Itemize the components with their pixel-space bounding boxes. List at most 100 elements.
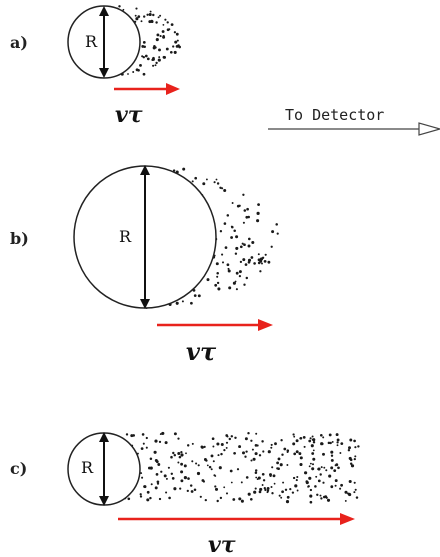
- molecule-dot: [281, 453, 284, 456]
- molecule-dot: [340, 483, 343, 487]
- molecule-dot: [185, 452, 187, 455]
- molecule-dot: [155, 460, 159, 464]
- molecule-dot: [334, 484, 337, 487]
- molecule-dot: [271, 492, 274, 495]
- molecule-dot: [322, 481, 325, 484]
- molecule-dot: [274, 442, 277, 446]
- molecule-dot: [353, 457, 356, 461]
- molecule-dot: [267, 450, 271, 454]
- molecule-dot: [330, 454, 334, 457]
- panel-b-label: b): [10, 229, 29, 248]
- molecule-dot: [159, 14, 162, 17]
- molecule-dot: [157, 463, 161, 466]
- molecule-dot: [285, 500, 290, 504]
- molecule-dot: [142, 56, 145, 59]
- molecule-dot: [308, 439, 312, 443]
- molecule-dot: [330, 458, 334, 462]
- panel-c-distance-label: vτ: [208, 532, 236, 557]
- molecule-dot: [247, 237, 251, 241]
- molecule-dot: [177, 461, 180, 464]
- molecule-dot: [261, 262, 263, 265]
- molecule-dot: [233, 229, 236, 233]
- molecule-dot: [161, 30, 165, 33]
- molecule-dot: [236, 468, 240, 471]
- molecule-dot: [221, 261, 225, 264]
- molecule-dot: [243, 283, 246, 286]
- molecule-dot: [312, 457, 316, 461]
- molecule-dot: [161, 431, 165, 435]
- molecule-dot: [289, 488, 292, 491]
- molecule-dot: [206, 464, 209, 467]
- panel-a-radius-label: R: [85, 32, 98, 51]
- molecule-dot: [174, 40, 178, 44]
- molecule-dot: [143, 45, 146, 48]
- molecule-dot: [145, 436, 148, 440]
- molecule-dot: [264, 488, 267, 492]
- molecule-dot: [242, 258, 246, 262]
- molecule-dot: [149, 457, 153, 460]
- molecule-dot: [244, 437, 248, 441]
- molecule-dot: [196, 471, 201, 476]
- molecule-dot: [277, 467, 280, 471]
- molecule-dot: [267, 260, 271, 264]
- molecule-dot: [220, 452, 223, 456]
- molecule-dot: [311, 467, 315, 471]
- molecule-dot: [216, 182, 220, 185]
- molecule-dot: [334, 464, 337, 467]
- molecule-dot: [299, 437, 302, 440]
- molecule-dot: [319, 473, 322, 476]
- molecule-dot: [339, 487, 342, 490]
- molecule-dot: [175, 32, 179, 36]
- molecule-dot: [216, 271, 219, 275]
- molecule-dot: [244, 263, 248, 266]
- molecule-dot: [211, 437, 215, 441]
- molecule-dot: [243, 243, 246, 247]
- molecule-dot: [348, 446, 351, 450]
- panel-c: c) R vτ: [10, 431, 360, 557]
- molecule-dot: [280, 439, 283, 442]
- molecule-dot: [227, 267, 230, 270]
- molecule-dot: [172, 451, 175, 455]
- molecule-dot: [296, 475, 299, 479]
- panel-b: b) R vτ: [10, 165, 279, 366]
- molecule-dot: [243, 209, 247, 212]
- molecule-dot: [349, 438, 353, 442]
- molecule-dot: [176, 39, 179, 42]
- molecule-dot: [270, 443, 273, 446]
- molecule-dot: [259, 259, 263, 263]
- detector-label: To Detector: [285, 106, 384, 124]
- molecule-dot: [256, 444, 259, 447]
- molecule-dot: [245, 476, 249, 479]
- molecule-dot: [355, 496, 359, 499]
- molecule-dot: [295, 439, 299, 443]
- molecule-dot: [159, 35, 162, 38]
- molecule-dot: [224, 246, 228, 249]
- molecule-dot: [255, 432, 258, 435]
- molecule-dot: [309, 462, 312, 465]
- molecule-dot: [303, 445, 306, 448]
- molecule-dot: [247, 492, 251, 496]
- molecule-dot: [139, 63, 142, 67]
- molecule-dot: [155, 21, 158, 24]
- molecule-dot: [309, 500, 313, 504]
- molecule-dot: [158, 48, 161, 52]
- molecule-dot: [293, 435, 296, 438]
- molecule-dot: [158, 56, 161, 59]
- molecule-dot: [233, 451, 236, 455]
- molecule-dot: [311, 435, 314, 438]
- molecule-dot: [320, 442, 324, 446]
- molecule-dot: [125, 433, 129, 436]
- molecule-dot: [170, 23, 174, 26]
- molecule-dot: [238, 204, 241, 208]
- molecule-dot: [180, 462, 184, 466]
- molecule-dot: [156, 480, 160, 484]
- molecule-dot: [228, 437, 232, 441]
- molecule-dot: [166, 28, 170, 32]
- molecule-dot: [339, 452, 342, 454]
- molecule-dot: [154, 486, 158, 490]
- panel-c-label: c): [10, 459, 27, 478]
- molecule-dot: [210, 454, 214, 458]
- molecule-dot: [309, 494, 313, 498]
- molecule-dot: [173, 453, 177, 457]
- molecule-dot: [254, 471, 258, 475]
